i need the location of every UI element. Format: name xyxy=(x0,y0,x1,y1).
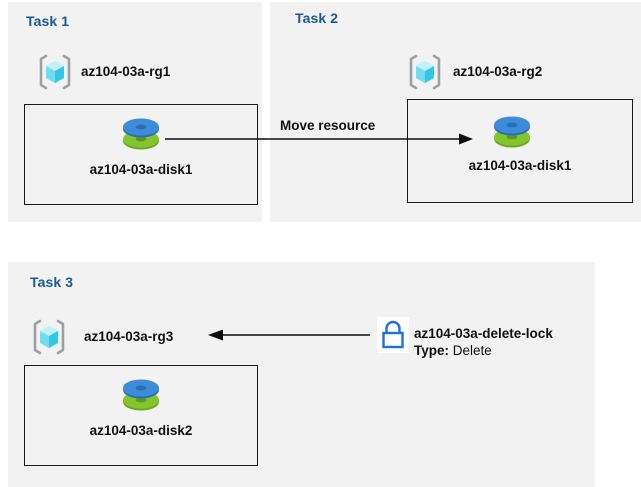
managed-disk-icon xyxy=(118,113,164,157)
panel-title-task-2: Task 2 xyxy=(295,10,339,26)
managed-disk-icon xyxy=(118,374,164,418)
panel-title-task-3: Task 3 xyxy=(30,274,74,290)
connector-label-move-resource: Move resource xyxy=(280,118,376,133)
lock-type-value: Delete xyxy=(452,343,492,358)
resource-group-icon xyxy=(406,53,444,91)
resource-label-task-1: az104-03a-disk1 xyxy=(89,162,193,177)
delete-lock-arrow xyxy=(208,325,370,345)
resource-box-task-2 xyxy=(407,99,633,203)
lock-type-label: Type: Delete xyxy=(414,343,492,358)
managed-disk-icon xyxy=(489,111,535,155)
resource-group-icon xyxy=(36,53,74,91)
panel-title-task-1: Task 1 xyxy=(26,13,70,29)
resource-label-task-2: az104-03a-disk1 xyxy=(468,158,572,173)
resource-group-label-task-3: az104-03a-rg3 xyxy=(84,329,174,344)
resource-label-task-3: az104-03a-disk2 xyxy=(89,423,193,438)
lock-name-label: az104-03a-delete-lock xyxy=(414,326,553,341)
move-resource-arrow xyxy=(165,128,475,150)
lock-icon xyxy=(377,317,409,353)
resource-box-task-1 xyxy=(24,104,258,205)
resource-group-label-task-1: az104-03a-rg1 xyxy=(81,64,171,79)
resource-group-icon xyxy=(30,318,68,356)
resource-group-label-task-2: az104-03a-rg2 xyxy=(453,64,543,79)
lock-type-key: Type: xyxy=(414,343,450,358)
